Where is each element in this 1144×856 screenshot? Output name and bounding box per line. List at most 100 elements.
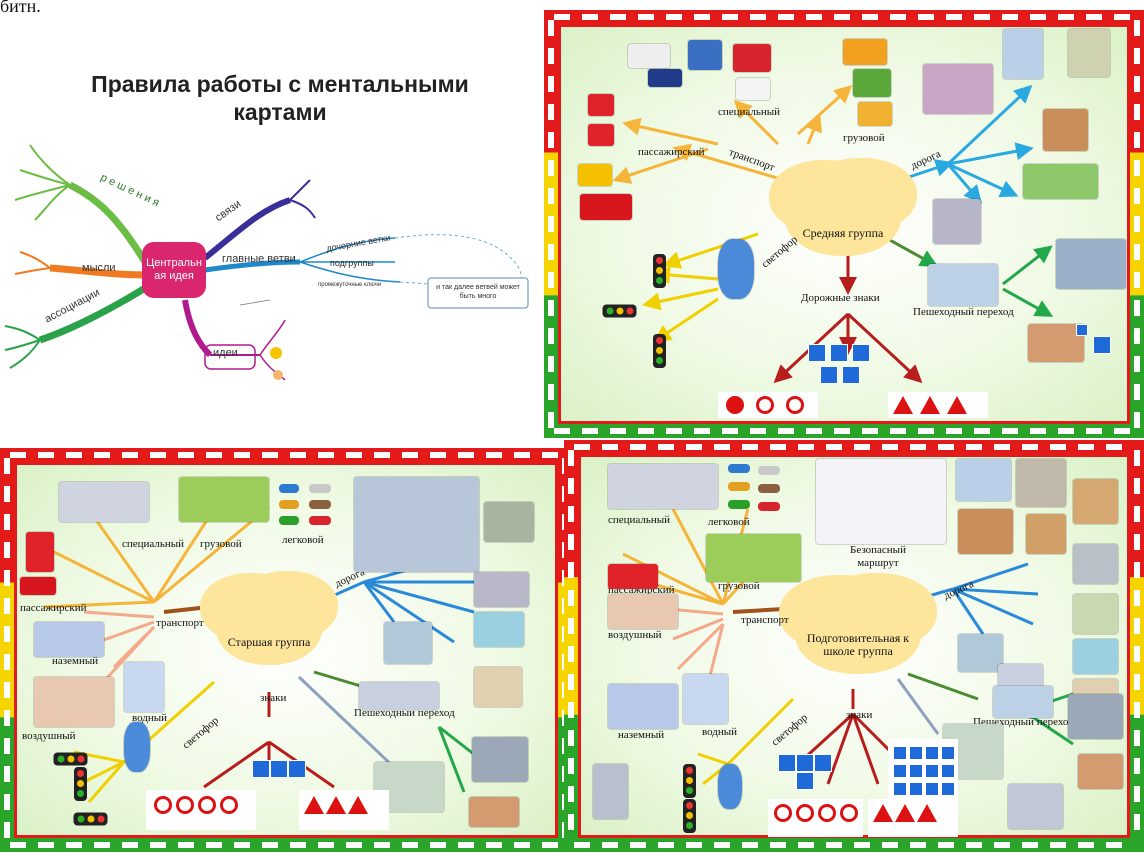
- air-transport-group: [34, 677, 114, 727]
- ambulance-picture: [736, 78, 770, 100]
- intersection-picture: [1073, 544, 1118, 584]
- kids-crossing-picture: [1078, 754, 1123, 789]
- label-ground: наземный: [52, 655, 99, 667]
- no-entry-sign-icon: [726, 396, 744, 414]
- prohibition-sign-icon: [176, 796, 194, 814]
- roadwork-sign-icon: [893, 396, 913, 414]
- warning-sign-icon: [873, 804, 893, 822]
- tanker-picture: [843, 39, 887, 65]
- bus-picture: [608, 564, 658, 589]
- label-signs: знаки: [846, 709, 873, 721]
- senior-group-cloud: Старшая группа: [214, 577, 324, 655]
- label-water: водный: [702, 726, 738, 738]
- traffic-light-icon: [53, 752, 88, 766]
- water-transport-group: [683, 674, 728, 724]
- car-icon: [728, 482, 750, 491]
- branch-label-main-branches: главные ветви: [222, 253, 296, 265]
- label-passenger: пассажирский: [638, 146, 705, 158]
- central-idea-node: Центральн ая идея: [142, 242, 206, 298]
- traffic-light-mascot: [718, 239, 754, 299]
- bus-tram-picture: [26, 532, 54, 572]
- traffic-controller-picture: [1008, 784, 1063, 829]
- pedestrian-sign-icon: [1093, 336, 1111, 354]
- street-picture-2: [1068, 29, 1110, 77]
- road-picture: [1073, 594, 1118, 634]
- street-picture-1: [1003, 29, 1043, 79]
- label-signs: знаки: [260, 692, 287, 704]
- label-passenger: пассажирский: [20, 602, 87, 614]
- traffic-light-icon: [653, 254, 666, 288]
- middle-group-center-label: Средняя группа: [802, 226, 884, 240]
- road-picture: [958, 634, 1003, 672]
- safe-route-scheme: [816, 459, 946, 544]
- prohibition-sign-icon: [796, 804, 814, 822]
- warning-sign-icon: [348, 796, 368, 814]
- road-scenes-collage: [354, 477, 479, 572]
- label-cargo: грузовой: [843, 132, 885, 144]
- branch-label-ideas: идеи: [213, 347, 238, 359]
- street-picture: [956, 459, 1011, 501]
- warning-sign-icon: [917, 804, 937, 822]
- prohibition-sign-icon: [220, 796, 238, 814]
- service-sign-icon: [941, 782, 955, 796]
- intersection-picture: [474, 572, 529, 607]
- traffic-light-icon: [73, 812, 108, 826]
- traffic-light-icon: [653, 334, 666, 368]
- hills-road-picture: [1023, 164, 1098, 199]
- prohibition-sign-icon: [198, 796, 216, 814]
- bridge-picture: [1056, 239, 1126, 289]
- road-picture: [484, 502, 534, 542]
- label-cargo: грузовой: [200, 538, 242, 550]
- car-icon: [758, 484, 780, 493]
- kids-picture: [958, 509, 1013, 554]
- preparatory-group-center-label: Подготовительная к школе группа: [806, 631, 910, 658]
- ground-transport-group: [608, 684, 678, 729]
- service-sign-icon: [925, 764, 939, 778]
- car-icon: [279, 484, 299, 493]
- pedestrian-sign-small-icon: [1076, 324, 1088, 336]
- crossing-picture: [993, 686, 1053, 718]
- trolleybus-picture: [588, 124, 614, 146]
- middle-group-mind-map: Средняя группа транспорт специальный гру…: [544, 10, 1144, 438]
- car-icon: [279, 516, 299, 525]
- info-sign-icon: [252, 760, 270, 778]
- construction-picture: [1073, 479, 1118, 524]
- special-vehicles-group: [59, 482, 149, 522]
- road-picture: [384, 622, 432, 664]
- traffic-light-icon: [602, 304, 637, 318]
- prohibition-sign-icon: [818, 804, 836, 822]
- underpass-picture: [1028, 324, 1084, 362]
- label-special: специальный: [608, 514, 671, 526]
- warning-sign-icon: [326, 796, 346, 814]
- middle-group-cloud: Средняя группа: [783, 164, 903, 246]
- label-cargo: грузовой: [718, 580, 760, 592]
- label-car: легковой: [282, 534, 324, 546]
- label-car: легковой: [708, 516, 750, 528]
- crossing-picture: [1073, 639, 1118, 674]
- senior-group-center-label: Старшая группа: [227, 635, 311, 649]
- traffic-light-icon: [683, 799, 696, 833]
- car-icon: [309, 484, 331, 493]
- car-icon: [758, 502, 780, 511]
- cargo-vehicles-group: [706, 534, 801, 582]
- no-overtaking-sign-icon: [786, 396, 804, 414]
- label-special: специальный: [718, 106, 781, 118]
- bicycle-picture: [474, 667, 522, 707]
- bus-picture: [20, 577, 56, 595]
- street-picture: [1016, 459, 1066, 507]
- traffic-light-mascot: [124, 722, 150, 772]
- label-road-signs: Дорожные знаки: [801, 292, 880, 304]
- warning-sign-icon: [304, 796, 324, 814]
- car-icon: [728, 500, 750, 509]
- crossing-sign-icon: [820, 366, 838, 384]
- crosswalk-warning-sign-icon: [920, 396, 940, 414]
- taxi-sign-icon: [852, 344, 870, 362]
- service-sign-icon: [925, 746, 939, 760]
- cargo-vehicles-group: [179, 477, 269, 522]
- label-safe-route: Безопасный маршрут: [850, 544, 906, 569]
- kids-picture: [1026, 514, 1066, 554]
- crossing-picture: [474, 612, 524, 647]
- label-transport: транспорт: [156, 617, 204, 629]
- bus-stop-sign-icon: [808, 344, 826, 362]
- kids-picture: [1043, 109, 1088, 151]
